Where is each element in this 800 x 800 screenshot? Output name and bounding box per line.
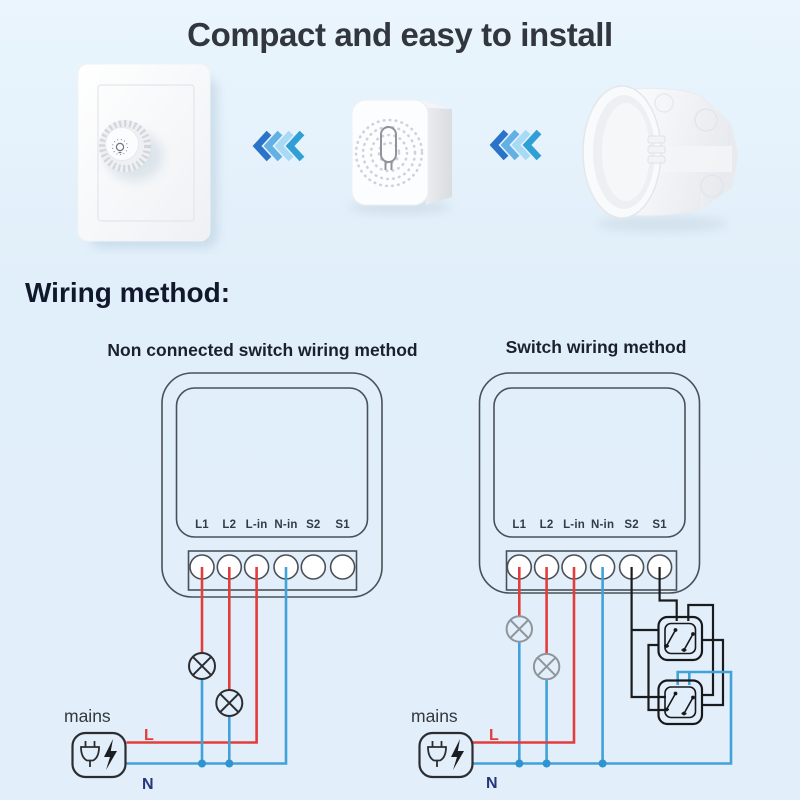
mains-label: mains xyxy=(64,706,111,726)
terminal-label: S2 xyxy=(624,519,638,531)
line-label: L xyxy=(489,727,499,744)
terminal-label: S1 xyxy=(652,519,667,531)
terminal-label: L1 xyxy=(512,519,526,531)
neutral-wires xyxy=(472,567,733,768)
terminal-label: N-in xyxy=(591,519,614,531)
terminal-labels: L1 L2 L-in N-in S2 S1 xyxy=(195,519,350,531)
terminal-label: L-in xyxy=(563,519,585,531)
smart-switch-image xyxy=(348,99,452,214)
left-wiring-diagram: L1 L2 L-in N-in S2 S1 xyxy=(64,372,383,793)
neutral-wires xyxy=(126,567,288,768)
terminal-label: L-in xyxy=(246,519,268,531)
live-wires xyxy=(472,567,576,744)
plug-icon xyxy=(71,731,127,779)
dimmer-switch-image xyxy=(77,63,218,248)
mains-label: mains xyxy=(411,706,458,726)
reset-button xyxy=(380,126,397,170)
terminal-label: L1 xyxy=(195,519,209,531)
page-title: Compact and easy to install xyxy=(187,16,613,53)
plug-icon xyxy=(418,731,474,779)
wiring-method-heading: Wiring method: xyxy=(25,277,231,308)
neutral-label: N xyxy=(142,776,154,793)
terminal-holes xyxy=(189,554,356,580)
wall-switch-icon xyxy=(657,679,704,726)
terminal-label: N-in xyxy=(274,519,297,531)
line-label: L xyxy=(144,727,154,744)
terminal-label: S1 xyxy=(335,519,350,531)
terminal-label: L2 xyxy=(222,519,236,531)
dimmer-bulb-icon xyxy=(111,138,129,156)
lamp-icon xyxy=(215,689,244,717)
terminal-labels: L1 L2 L-in N-in S2 S1 xyxy=(512,519,667,531)
device-outline xyxy=(161,372,383,598)
wall-box-image xyxy=(582,85,739,232)
plug-icon xyxy=(80,741,100,767)
terminal-label: L2 xyxy=(540,519,554,531)
lightning-icon xyxy=(104,739,117,770)
arrows-left-icon xyxy=(252,130,305,162)
right-wiring-diagram: L1 L2 L-in N-in S2 S1 xyxy=(411,372,733,792)
arrows-left-icon xyxy=(489,129,542,161)
lamp-icon xyxy=(532,652,561,681)
wall-switch-icon xyxy=(657,615,704,662)
lightning-icon xyxy=(451,739,464,770)
mains-supply: mains L N xyxy=(411,706,499,792)
plug-icon xyxy=(427,741,447,767)
left-diagram-title: Non connected switch wiring method xyxy=(107,340,418,360)
live-wires xyxy=(126,567,258,744)
terminal-holes xyxy=(506,554,673,580)
device-outline xyxy=(478,372,701,594)
terminal-label: S2 xyxy=(306,519,320,531)
neutral-label: N xyxy=(486,775,498,792)
mains-supply: mains L N xyxy=(64,706,154,793)
lamp-icon xyxy=(505,615,533,643)
right-diagram-title: Switch wiring method xyxy=(505,337,687,357)
product-strip-image xyxy=(77,63,739,248)
lamp-icon xyxy=(188,652,216,680)
